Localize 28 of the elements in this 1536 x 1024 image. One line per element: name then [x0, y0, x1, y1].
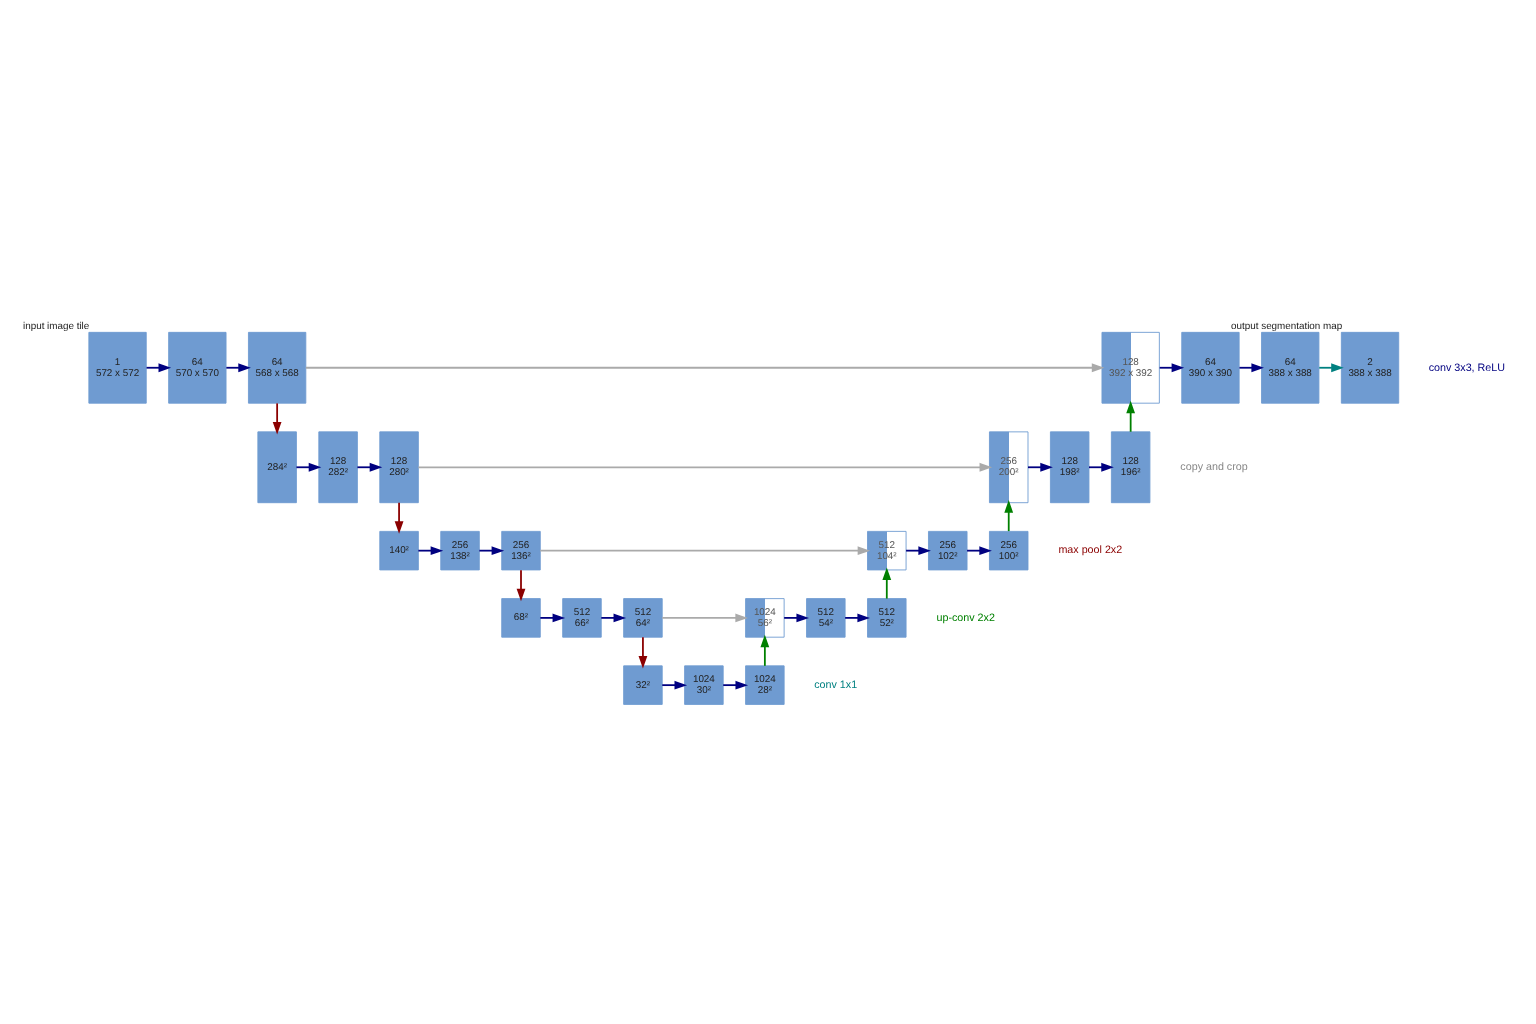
arrow — [356, 461, 383, 471]
arrow — [1158, 362, 1185, 372]
arrow — [225, 362, 251, 372]
arrow — [661, 612, 748, 622]
arrow — [638, 635, 648, 668]
arrow — [417, 461, 993, 471]
arrow — [1318, 362, 1344, 372]
arrow — [305, 362, 1105, 372]
arrow — [539, 545, 871, 555]
arrow — [539, 612, 566, 622]
arrow — [760, 633, 770, 666]
arrow — [600, 612, 627, 622]
arrow — [478, 545, 505, 555]
arrow — [783, 612, 809, 622]
arrow — [295, 461, 322, 471]
arrow — [1126, 399, 1136, 432]
arrow — [882, 566, 892, 599]
arrow — [1004, 499, 1014, 531]
arrow — [1238, 362, 1264, 372]
arrow — [905, 545, 931, 555]
arrow — [661, 679, 688, 689]
arrow — [145, 362, 172, 372]
arrow — [417, 545, 444, 555]
arrow — [966, 545, 992, 555]
arrow — [394, 500, 404, 533]
arrow — [516, 568, 526, 601]
arrow — [1027, 461, 1053, 471]
arrow — [272, 401, 282, 434]
